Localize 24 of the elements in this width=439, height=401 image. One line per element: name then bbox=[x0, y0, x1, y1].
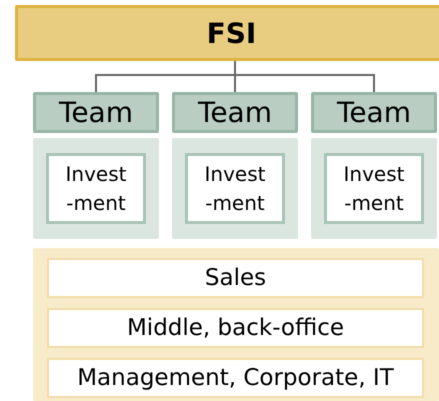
box-label: Team bbox=[198, 96, 272, 129]
shared-functions-panel bbox=[33, 248, 439, 401]
department-label: Invest -ment bbox=[204, 160, 266, 216]
department-box bbox=[324, 153, 424, 224]
department-label: Invest -ment bbox=[342, 160, 406, 216]
team-panel bbox=[33, 138, 159, 239]
org-box bbox=[15, 5, 439, 61]
box-label: Team bbox=[336, 96, 411, 129]
function-box bbox=[47, 358, 424, 398]
box-label: FSI bbox=[206, 16, 256, 50]
box-label: Team bbox=[58, 96, 133, 129]
team-box bbox=[33, 92, 159, 133]
box-label: Management, Corporate, IT bbox=[77, 365, 394, 391]
team-panel bbox=[311, 138, 437, 239]
team-box bbox=[311, 92, 437, 133]
box-label: Sales bbox=[204, 265, 266, 291]
function-box bbox=[47, 308, 424, 348]
function-box bbox=[47, 258, 424, 298]
box-label: Middle, back-office bbox=[126, 315, 344, 341]
department-box bbox=[185, 153, 285, 224]
team-box bbox=[172, 92, 298, 133]
department-label: Invest -ment bbox=[64, 160, 128, 216]
team-panel bbox=[172, 138, 298, 239]
department-box bbox=[46, 153, 146, 224]
